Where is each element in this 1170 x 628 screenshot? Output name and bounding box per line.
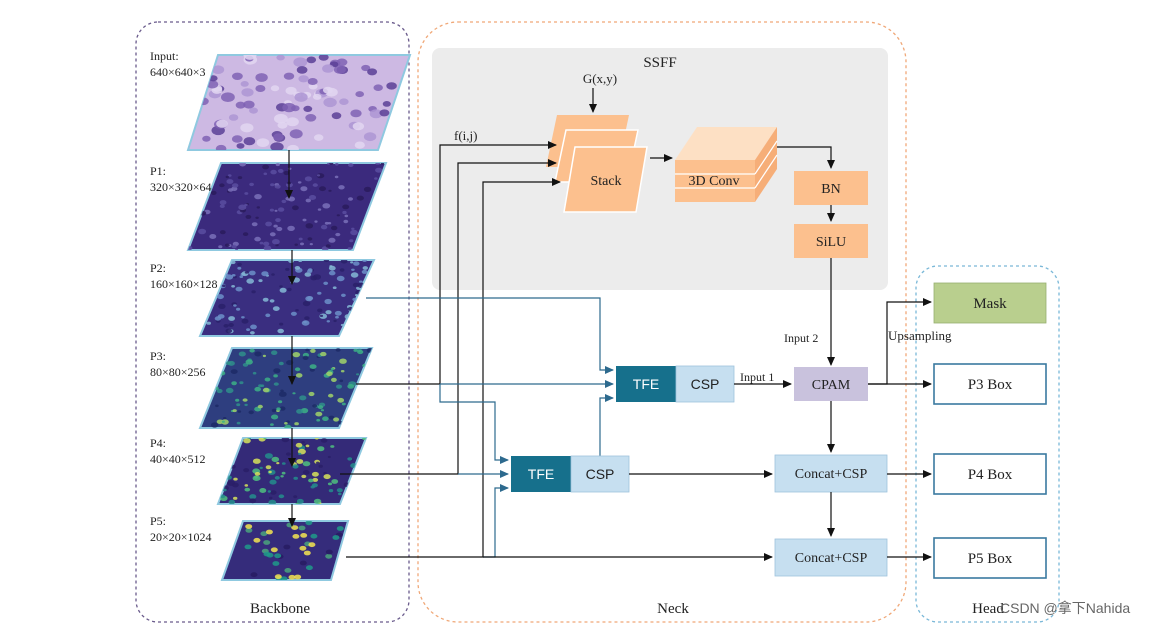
g-xy-label: G(x,y) [583, 71, 617, 86]
ssff-region [432, 48, 888, 290]
stack-block [546, 115, 648, 213]
bn-block [794, 171, 868, 205]
p3-box-block [933, 363, 1047, 405]
watermark: CSDN @拿下Nahida [1000, 600, 1130, 616]
feed-lower-to-tfe-upper [599, 394, 614, 458]
backbone-frame [135, 21, 410, 623]
feature-map-p3 [198, 347, 374, 429]
cpam-label: CPAM [812, 378, 851, 393]
feed-p5-to-stack [346, 178, 561, 558]
ssff-title: SSFF [643, 55, 676, 71]
feed-p2-to-tfe-upper [366, 297, 614, 374]
f-ij-label: f(i,j) [454, 128, 477, 143]
feature-map-input [186, 54, 412, 151]
neck-title: Neck [657, 601, 689, 617]
tfe-lower-label: TFE [528, 466, 554, 482]
input1-label: Input 1 [740, 370, 774, 384]
feature-map-p4 [216, 437, 368, 505]
p4-box-block [933, 453, 1047, 495]
bn-label: BN [821, 182, 840, 197]
layer-name-p2: P2: [150, 261, 166, 275]
backbone-title: Backbone [250, 601, 310, 617]
p5-box-block [933, 537, 1047, 579]
feed-p3-to-stack [356, 141, 557, 385]
feed-p5-to-tfe-lower [483, 484, 509, 558]
cpam-block [794, 367, 868, 401]
feature-map-p1 [186, 162, 388, 251]
feature-map-p2 [198, 259, 376, 337]
input2-label: Input 2 [784, 331, 818, 345]
layer-name-input: Input: [150, 49, 179, 63]
layer-dims-p2: 160×160×128 [150, 277, 218, 291]
head-title: Head [972, 601, 1004, 617]
layer-name-p1: P1: [150, 164, 166, 178]
feed-p4-to-stack [340, 159, 557, 475]
head-frame [915, 265, 1060, 623]
conv3d-label: 3D Conv [689, 174, 740, 189]
feature-map-p5 [220, 520, 350, 581]
layer-dims-p4: 40×40×512 [150, 452, 206, 466]
concat-csp-2 [774, 538, 888, 577]
upsampling-label: Upsampling [888, 328, 952, 343]
p3-box-label: P3 Box [968, 377, 1013, 393]
tfe-upper [616, 366, 676, 402]
feed-p3-to-tfe-lower [439, 384, 509, 464]
tfe-upper-label: TFE [633, 376, 659, 392]
stack-label: Stack [590, 174, 621, 189]
layer-name-p5: P5: [150, 514, 166, 528]
concat-csp-2-label: Concat+CSP [795, 551, 868, 566]
layer-name-p3: P3: [150, 349, 166, 363]
csp-lower-label: CSP [586, 466, 615, 482]
mask-label: Mask [973, 296, 1007, 312]
conv3d-block [675, 127, 778, 202]
layer-dims-input: 640×640×3 [150, 65, 206, 79]
silu-label: SiLU [816, 235, 846, 250]
p5-box-label: P5 Box [968, 551, 1013, 567]
arrow-cpam-to-mask [868, 298, 932, 385]
mask-block [933, 282, 1047, 324]
concat-csp-1-label: Concat+CSP [795, 467, 868, 482]
csp-upper-label: CSP [691, 376, 720, 392]
layer-dims-p5: 20×20×1024 [150, 530, 212, 544]
layer-dims-p3: 80×80×256 [150, 365, 206, 379]
silu-block [794, 224, 868, 258]
p4-box-label: P4 Box [968, 467, 1013, 483]
layer-name-p4: P4: [150, 436, 166, 450]
arrow-conv-to-bn [777, 146, 835, 169]
neck-frame [417, 21, 907, 623]
layer-dims-p1: 320×320×64 [150, 180, 212, 194]
csp-lower [570, 455, 630, 493]
tfe-lower [511, 456, 571, 492]
